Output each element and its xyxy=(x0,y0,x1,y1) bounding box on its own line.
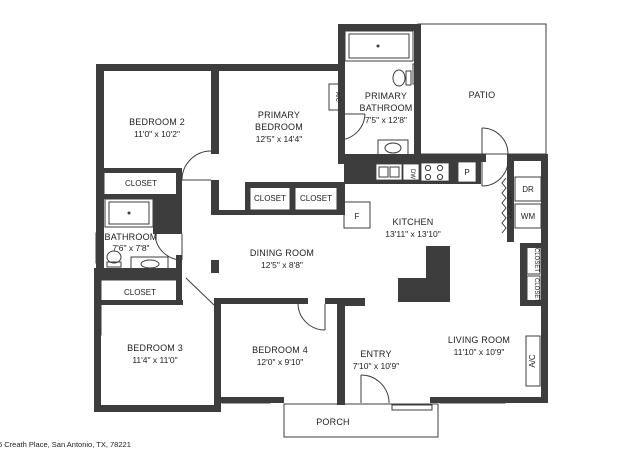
fridge-label: F xyxy=(355,212,360,221)
bathroom-dims: 7'6" x 7'8" xyxy=(112,243,149,253)
living-name: LIVING ROOM xyxy=(448,335,510,345)
entry-dims: 7'10" x 10'9" xyxy=(353,361,400,371)
bedroom4-name: BEDROOM 4 xyxy=(252,345,308,355)
bathroom-name: BATHROOM xyxy=(105,232,158,242)
dining-dims: 12'5" x 8'8" xyxy=(261,260,303,270)
closet-label-primary-2: CLOSET xyxy=(300,194,332,203)
laundry-closet-label-2: CLOSET xyxy=(533,278,539,302)
primary-bedroom-name-1: PRIMARY xyxy=(258,110,300,120)
washer-label: WM xyxy=(521,212,536,221)
hall-toilet xyxy=(106,250,122,264)
walls xyxy=(94,24,548,412)
primary-bedroom-name-2: BEDROOM xyxy=(255,122,303,132)
patio-name: PATIO xyxy=(469,90,496,100)
dishwasher-label: DW xyxy=(409,169,415,179)
bedroom4-dims: 12'0" x 9'10" xyxy=(257,357,304,367)
ac-label-small: A/C xyxy=(334,92,340,103)
laundry-closet-label-1: CLOSET xyxy=(533,248,539,272)
laundry-bifold xyxy=(501,177,507,234)
living-dims: 11'10" x 10'9" xyxy=(454,347,505,357)
porch-outline xyxy=(283,403,439,438)
primary-sink xyxy=(377,139,409,157)
kitchen-sink xyxy=(375,163,403,181)
bedroom2-dims: 11'0" x 10'2" xyxy=(134,129,180,139)
primary-bathroom-name-1: PRIMARY xyxy=(365,91,407,101)
porch-name: PORCH xyxy=(316,417,350,427)
dryer-label: DR xyxy=(522,185,534,194)
primary-bedroom-dims: 12'5" x 14'4" xyxy=(256,134,303,144)
doors xyxy=(154,113,509,404)
bedroom3-name: BEDROOM 3 xyxy=(127,343,183,353)
pantry xyxy=(457,161,477,183)
primary-bathroom-dims: 7'5" x 12'8" xyxy=(365,115,407,125)
kitchen-name: KITCHEN xyxy=(393,217,434,227)
ac-label-living: A/C xyxy=(528,354,537,368)
closet-label-bedroom2: CLOSET xyxy=(125,179,157,188)
primary-toilet xyxy=(392,69,406,87)
dishwasher xyxy=(402,163,420,181)
primary-bathroom-name-2: BATHROOM xyxy=(360,103,413,113)
ac-unit-living xyxy=(525,335,541,387)
pantry-label: P xyxy=(464,168,469,177)
entry-name: ENTRY xyxy=(360,349,391,359)
laundry-label: LAUNDRY xyxy=(508,190,514,219)
address-text: 6 Creath Place, San Antonio, TX, 78221 xyxy=(0,440,131,449)
closet-label-primary-1: CLOSET xyxy=(254,194,286,203)
kitchen-dims: 13'11" x 13'10" xyxy=(385,229,440,239)
dining-name: DINING ROOM xyxy=(250,248,314,258)
bedroom2-name: BEDROOM 2 xyxy=(129,117,185,127)
bedroom3-dims: 11'4" x 11'0" xyxy=(132,355,177,365)
closet-label-bedroom3: CLOSET xyxy=(124,288,156,297)
cooktop xyxy=(420,162,450,182)
